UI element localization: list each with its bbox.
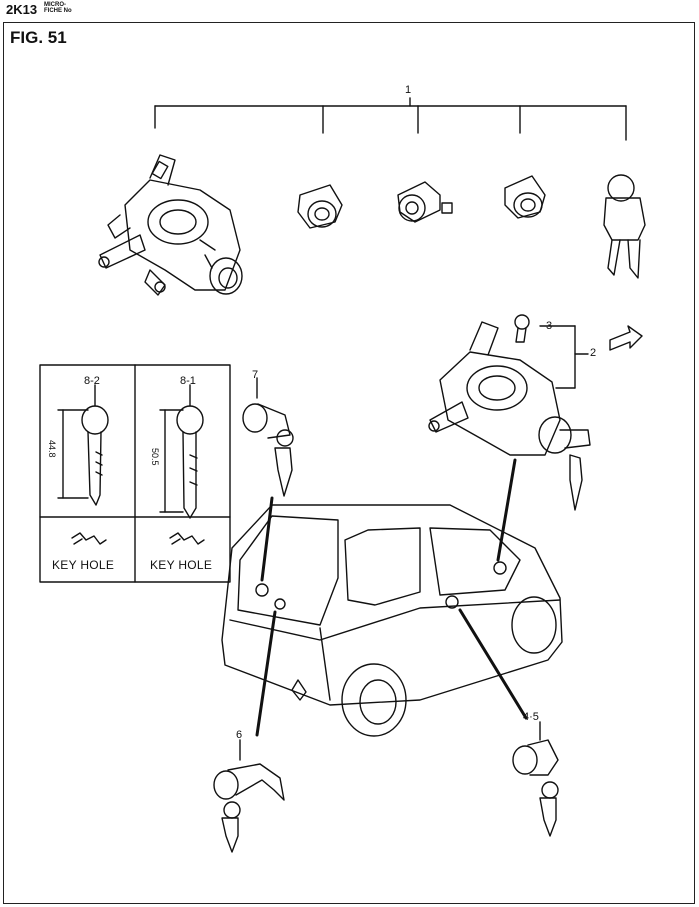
key-hole-caption-left: KEY HOLE [52, 558, 115, 572]
key-table-left-part: 8-2 [84, 375, 100, 387]
side-door-lock-right [512, 721, 559, 837]
ignition-switch-assembly-2 [428, 321, 591, 511]
callout-1: 1 [405, 84, 412, 96]
lock-cylinder-c [504, 175, 546, 219]
side-door-lock-left [213, 739, 285, 853]
lock-cylinder-b [397, 181, 453, 223]
key-table-right-part: 8-1 [180, 375, 196, 387]
callout-6: 6 [236, 729, 243, 741]
shear-bolt [514, 314, 530, 343]
bracket-leader-2-3 [539, 325, 589, 389]
figure-frame [3, 22, 695, 904]
front-arrow-icon [609, 325, 643, 351]
fiche-code: 2K13 [6, 2, 38, 17]
ignition-switch-assembly [98, 154, 243, 296]
micro-fiche-label: MICRO- FICHE No [44, 2, 72, 14]
leader-lines [255, 458, 528, 737]
lock-cylinder-a [297, 184, 343, 229]
tailgate-lock-cylinder [242, 377, 294, 497]
key-hole-caption-right: KEY HOLE [150, 558, 213, 572]
callout-3: 3 [546, 320, 553, 332]
figure-title: FIG. 51 [10, 28, 67, 47]
callout-4-5: 4·5 [523, 711, 539, 723]
part1-bracket [154, 97, 627, 141]
key-length-left: 44.8 [47, 440, 57, 458]
key-length-right: 50.5 [150, 448, 160, 466]
vehicle-body [221, 504, 563, 737]
callout-2: 2 [590, 347, 597, 359]
key-table [39, 364, 231, 583]
key-set [603, 174, 646, 279]
callout-7: 7 [252, 369, 259, 381]
